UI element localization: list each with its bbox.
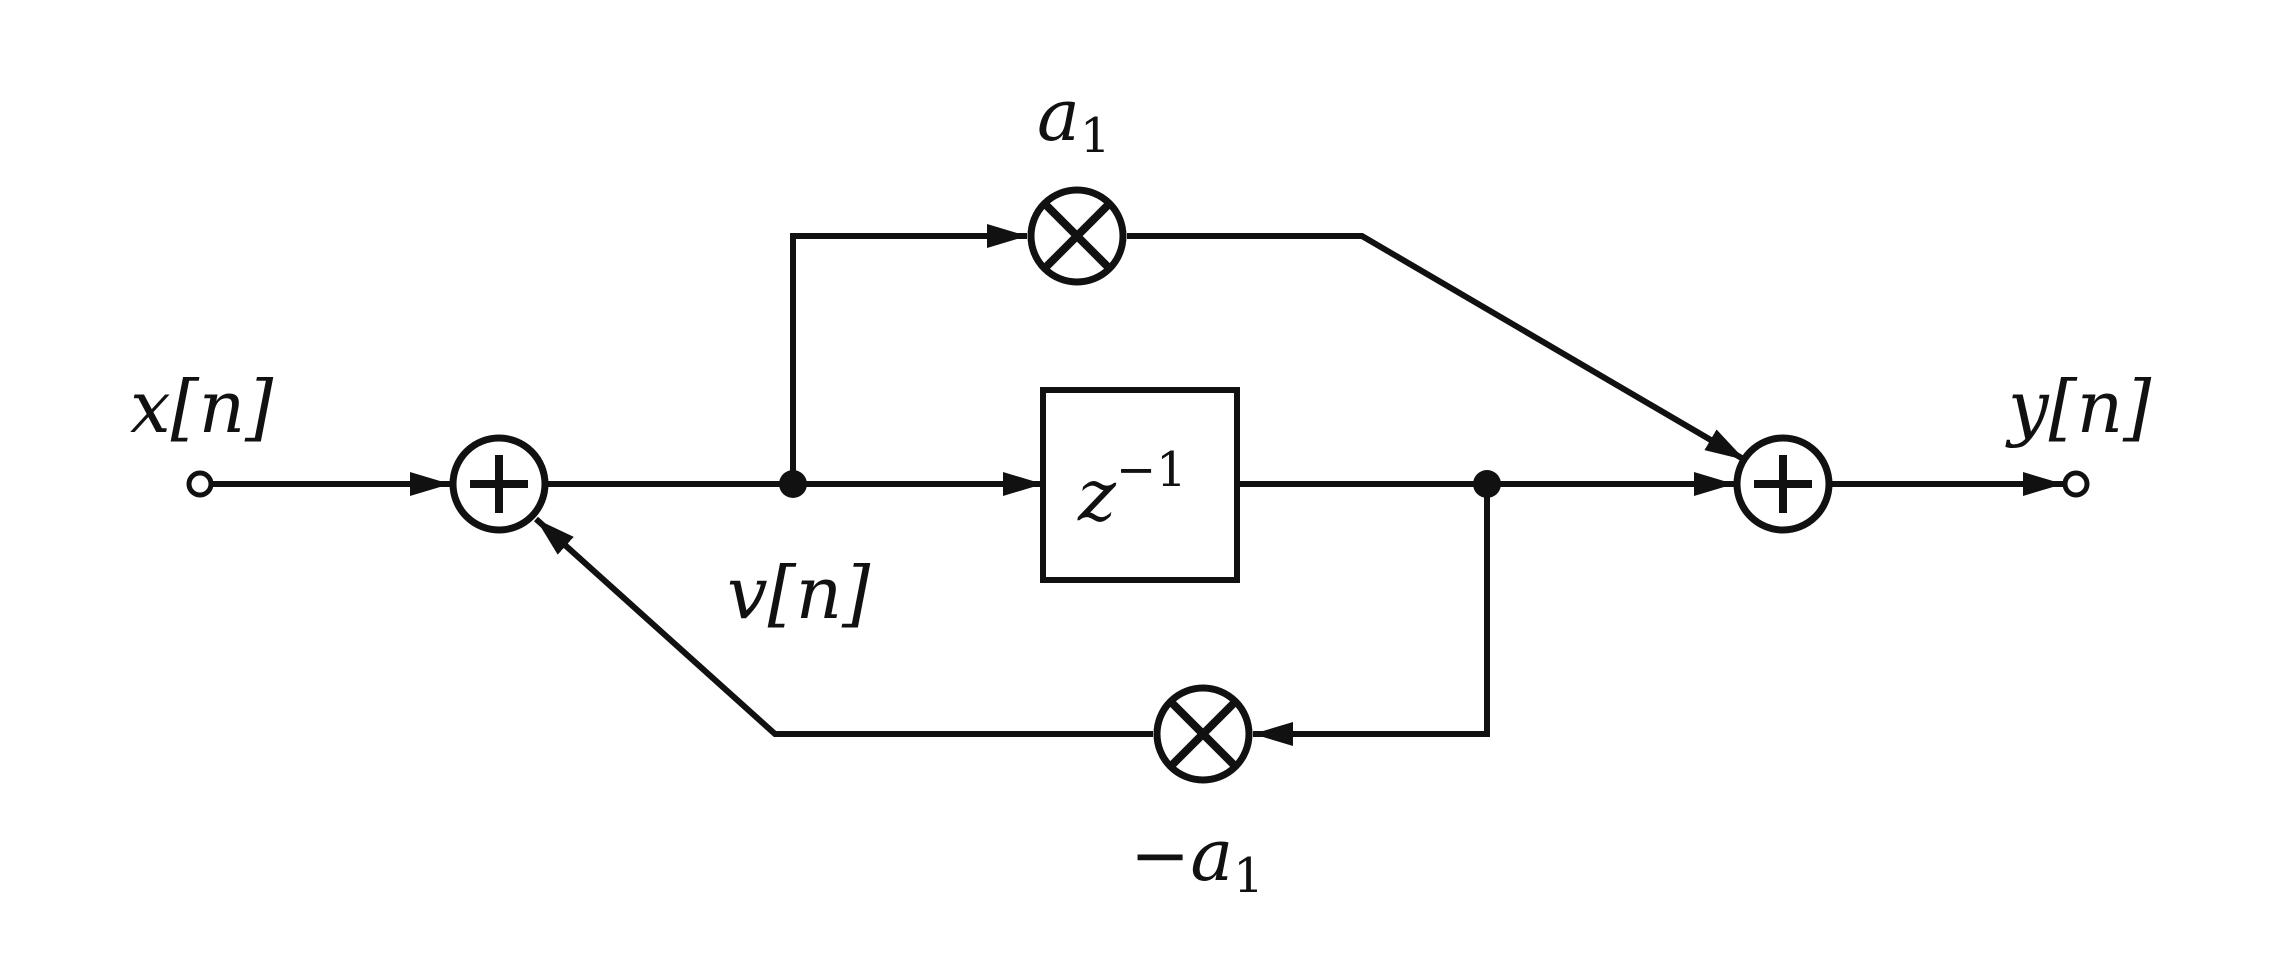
wire-junction-to-feedback-multiplier (1253, 484, 1490, 746)
adder-input-icon (449, 434, 549, 534)
delay-base: z (1077, 453, 1117, 537)
output-terminal (2062, 470, 2090, 498)
feedback-gain-label: −a1 (1130, 813, 1264, 904)
feedback-gain-base: a (1190, 813, 1233, 897)
feedback-gain-subscript: 1 (1233, 848, 1264, 904)
forward-multiplier-icon (1027, 186, 1127, 286)
feedback-gain-sign: − (1130, 813, 1190, 897)
forward-gain-subscript: 1 (1080, 108, 1111, 164)
delay-block-label: z−1 (1077, 442, 1187, 537)
junction-dot-v (779, 470, 807, 498)
forward-gain-label: a1 (1037, 73, 1110, 164)
input-terminal (186, 470, 214, 498)
wire-forward-multiplier-to-output-adder (1127, 233, 1747, 463)
forward-gain-base: a (1037, 73, 1080, 157)
feedback-multiplier-icon (1153, 684, 1253, 784)
state-label: v[n] (727, 551, 871, 635)
junction-dot-delay-output (1473, 470, 1501, 498)
wire-junction-to-forward-multiplier (790, 224, 1027, 484)
adder-output-icon (1733, 434, 1833, 534)
output-label: y[n] (2005, 365, 2152, 449)
delay-block (1040, 387, 1240, 583)
wire-feedback-multiplier-to-adder (533, 516, 1153, 737)
input-label: x[n] (130, 365, 274, 449)
delay-exponent: −1 (1116, 442, 1187, 498)
